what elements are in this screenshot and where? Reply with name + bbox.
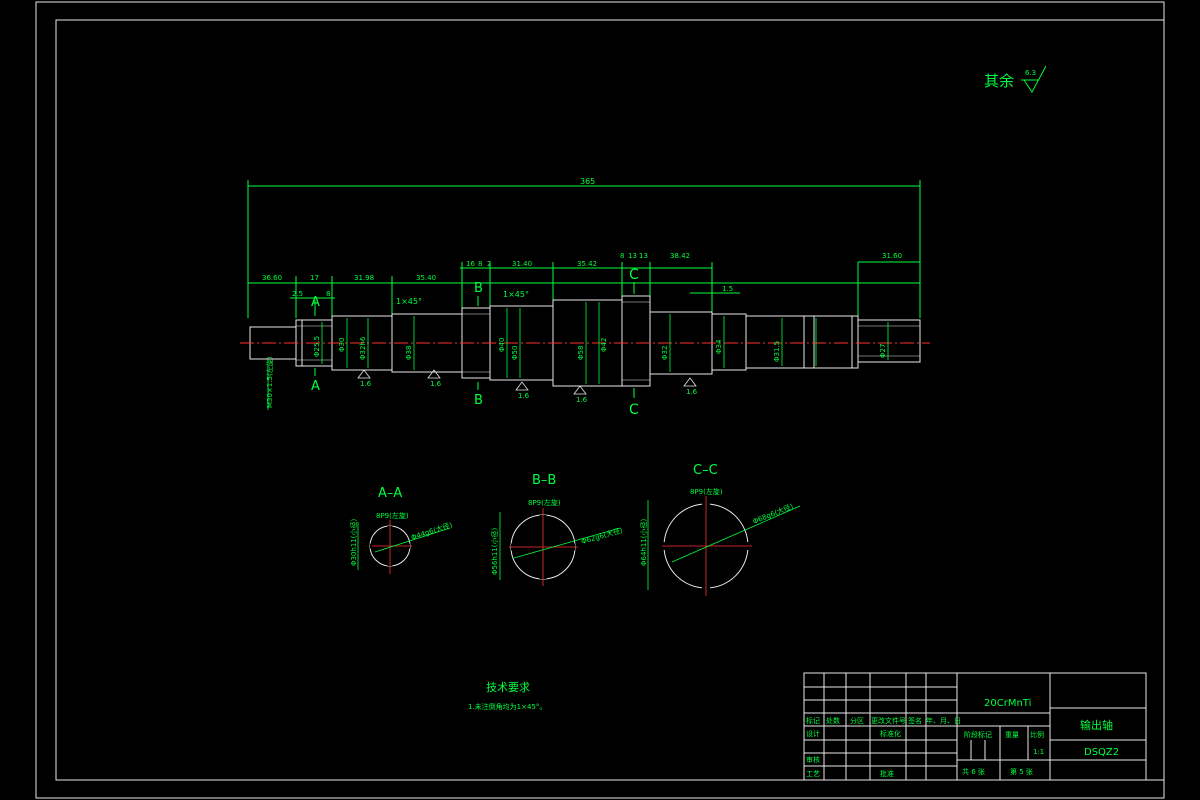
- part-name: 输出轴: [1080, 718, 1113, 732]
- section-label-a-bottom: A: [311, 379, 320, 394]
- roughness-note: 其余: [984, 72, 1014, 90]
- dim-text: 13: [639, 252, 648, 260]
- section-c-view: [647, 496, 801, 596]
- outer-border: [35, 1, 1165, 799]
- dim-text: Φ42: [600, 338, 608, 352]
- dim-text: Φ25.5: [313, 336, 321, 357]
- dim-text: 31.98: [354, 274, 374, 282]
- dim-text: 17: [310, 274, 319, 282]
- scale-label: 比例: [1030, 730, 1044, 739]
- dim-text: 8: [620, 252, 624, 260]
- overall-dimension: [247, 180, 921, 318]
- section-a-title: A–A: [378, 486, 402, 501]
- dim-text: 8: [478, 260, 482, 268]
- stage-mark-label: 阶段标记: [964, 730, 992, 739]
- dim-text: 13: [628, 252, 637, 260]
- roughness-symbol: [1021, 65, 1047, 93]
- section-label-a-top: A: [311, 295, 320, 310]
- section-b-top-dim: 8P9(左旋): [528, 498, 561, 507]
- standardize-label: 标准化: [880, 729, 901, 738]
- dim-text: Φ27: [879, 344, 887, 358]
- dim-text: 8: [326, 290, 330, 298]
- dim-text: Φ31.5: [773, 341, 781, 362]
- spline-lines: [296, 301, 920, 381]
- dim-text: 16: [466, 260, 475, 268]
- dim-text: Φ38: [405, 346, 413, 360]
- sheet-number: 第 5 张: [1010, 767, 1033, 776]
- drawing-number: DSQZ2: [1084, 747, 1119, 758]
- tech-req-title: 技术要求: [486, 681, 530, 694]
- section-markers: [314, 282, 635, 398]
- material: 20CrMnTi: [984, 698, 1031, 709]
- roughness-value: 6.3: [1025, 69, 1036, 77]
- approve-label: 批准: [880, 769, 894, 778]
- weight-label: 重量: [1005, 731, 1019, 739]
- row-label: 标记: [806, 716, 820, 725]
- tech-req-line: 1.未注倒角均为1×45°。: [468, 702, 546, 711]
- section-c-top-dim: 8P9(左旋): [690, 487, 723, 496]
- dim-text: Φ32: [661, 346, 669, 360]
- dim-text: 36.60: [262, 274, 282, 282]
- roughness-mark: 1.6: [360, 380, 372, 388]
- section-a-diag-dim: Φ44g6(大径): [410, 520, 454, 542]
- shaft-outline: [249, 295, 921, 387]
- section-a-view: [357, 520, 451, 574]
- roughness-mark: 1.6: [576, 396, 588, 404]
- overall-length: 365: [580, 177, 595, 186]
- inner-border: [55, 19, 1165, 781]
- chamfer-note: 1×45°: [396, 297, 422, 306]
- section-c-side-dim: Φ64h11(小径): [639, 519, 648, 566]
- section-b-diag-dim: Φ62g6(大径): [580, 525, 624, 546]
- section-c-title: C–C: [693, 463, 718, 478]
- dim-text: 35.42: [577, 260, 597, 268]
- dim-text: Φ50: [511, 346, 519, 360]
- dim-text: 31.40: [512, 260, 532, 268]
- dim-text: 2.5: [292, 290, 303, 298]
- section-label-b-bottom: B: [474, 393, 483, 408]
- dim-text: Φ34: [715, 339, 723, 354]
- review-label: 审核: [806, 755, 820, 764]
- process-label: 工艺: [806, 770, 820, 778]
- chamfer-note: 1×45°: [503, 290, 529, 299]
- title-block-texts: 20CrMnTi 输出轴 DSQZ2 标记 处数 分区 更改文件号 签名 年、月…: [806, 698, 1119, 778]
- section-a-side-dim: Φ30h11(小径): [349, 519, 358, 566]
- row-label: 签名: [908, 716, 922, 725]
- section-label-c-top: C: [629, 267, 639, 283]
- section-b-title: B–B: [532, 473, 556, 488]
- row-label: 年、月、日: [926, 716, 961, 725]
- section-b-view: [499, 508, 621, 586]
- dim-text: 35.40: [416, 274, 436, 282]
- row-label: 处数: [826, 716, 840, 725]
- section-c-diag-dim: Φ68g6(大径): [751, 501, 794, 525]
- section-a-top-dim: 8P9(左旋): [376, 511, 409, 520]
- dim-text: 1.5: [722, 285, 733, 293]
- diameter-dimension-texts: Φ25.5 Φ30 Φ32h6 Φ38 Φ40 Φ50 Φ58 Φ42 Φ32 …: [265, 336, 887, 408]
- diameter-dimension-lines: [267, 302, 889, 410]
- segment-dimension-texts: 36.60 17 31.98 35.40 16 8 2 31.40 35.42 …: [262, 252, 902, 306]
- roughness-mark: 1.6: [686, 388, 698, 396]
- row-label: 更改文件号: [871, 716, 906, 725]
- dim-text: 38.42: [670, 252, 690, 260]
- thread-dim: M30×1.5(左旋): [265, 356, 274, 408]
- roughness-mark: 1.6: [430, 380, 442, 388]
- dim-text: Φ40: [498, 338, 506, 352]
- dim-text: Φ32h6: [359, 336, 367, 360]
- sheets-total: 共 6 张: [962, 767, 985, 776]
- segment-dimension-lines: [248, 261, 920, 318]
- dim-text: Φ58: [577, 346, 585, 360]
- dim-text: 31.60: [882, 252, 902, 260]
- title-block: [803, 672, 1147, 781]
- section-label-c-bottom: C: [629, 402, 639, 418]
- design-label: 设计: [806, 729, 820, 738]
- scale-value: 1:1: [1033, 748, 1044, 756]
- row-label: 分区: [850, 716, 864, 725]
- dim-text: Φ30: [338, 338, 346, 352]
- roughness-mark: 1.6: [518, 392, 530, 400]
- dim-text: 2: [487, 260, 491, 268]
- section-label-b-top: B: [474, 281, 483, 296]
- roughness-triangles: [357, 369, 697, 395]
- section-b-side-dim: Φ56h11(小径): [490, 528, 499, 575]
